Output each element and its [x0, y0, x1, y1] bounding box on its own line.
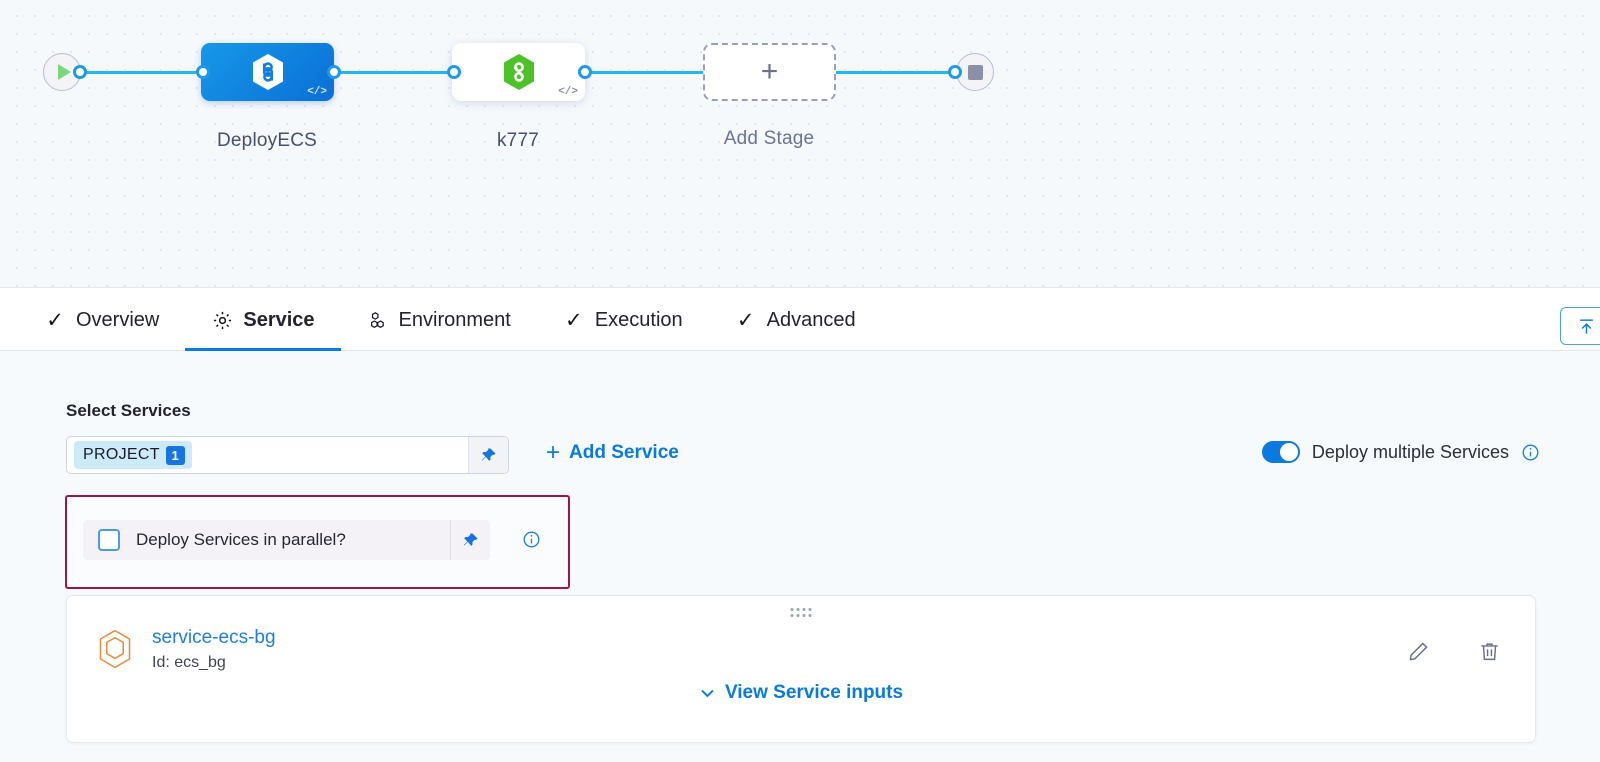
wire-stage2-to-addstage — [580, 71, 708, 74]
harness-hexagon-icon — [252, 54, 283, 90]
save-as-template-button[interactable]: S — [1559, 307, 1600, 345]
drag-dots-icon[interactable] — [790, 608, 812, 617]
upload-icon — [1580, 318, 1593, 334]
toggle-knob — [1279, 443, 1298, 461]
play-icon — [57, 64, 71, 80]
pencil-icon[interactable] — [1407, 640, 1430, 663]
deploy-in-parallel-checkbox[interactable] — [98, 529, 120, 551]
stage-node-deployecs[interactable]: </> — [201, 43, 334, 101]
wire-addstage-to-end — [830, 71, 958, 74]
tab-label: Overview — [76, 308, 160, 331]
port-start-out[interactable] — [73, 65, 87, 79]
code-view-icon[interactable]: </> — [558, 86, 578, 98]
info-icon[interactable] — [1521, 443, 1540, 462]
info-icon[interactable] — [522, 530, 541, 549]
port-stage2-out[interactable] — [578, 65, 592, 79]
wire-start-to-stage1 — [76, 71, 206, 74]
service-chip-project[interactable]: PROJECT 1 — [74, 441, 192, 469]
stage-label-deployecs: DeployECS — [216, 130, 317, 151]
check-icon: ✓ — [736, 308, 755, 332]
deploy-in-parallel-pin-button[interactable] — [450, 520, 490, 560]
check-icon: ✓ — [565, 308, 583, 332]
pin-icon — [481, 447, 496, 461]
service-card-actions — [1407, 640, 1501, 663]
service-hexagon-icon — [98, 629, 132, 674]
check-icon: ✓ — [46, 308, 64, 332]
pin-icon — [463, 532, 478, 546]
pipeline-end-node[interactable] — [956, 53, 994, 91]
select-services-input[interactable]: PROJECT 1 — [66, 436, 509, 474]
deploy-multiple-services-label: Deploy multiple Services — [1311, 441, 1509, 462]
plus-icon: + — [760, 55, 779, 88]
plus-icon: + — [546, 439, 561, 466]
tab-service[interactable]: Service — [185, 289, 341, 351]
tab-label: Execution — [594, 308, 683, 331]
trash-icon[interactable] — [1478, 640, 1501, 663]
service-id-text: Id: ecs_bg — [152, 654, 226, 671]
parallel-option-highlight: Deploy Services in parallel? — [65, 495, 570, 589]
deploy-multiple-services-toggle[interactable] — [1261, 441, 1300, 463]
port-end-in[interactable] — [948, 65, 962, 79]
view-service-inputs-button[interactable]: View Service inputs — [699, 682, 903, 704]
view-service-inputs-label: View Service inputs — [724, 682, 904, 703]
stop-icon — [967, 64, 983, 80]
wire-stage1-to-stage2 — [330, 71, 458, 74]
stage-label-k777: k777 — [496, 130, 539, 151]
tab-label: Advanced — [766, 308, 856, 331]
tab-execution[interactable]: ✓ Execution — [537, 289, 709, 351]
tab-environment[interactable]: Environment — [341, 289, 537, 351]
add-stage-button[interactable]: + — [703, 43, 836, 101]
tab-label: Service — [243, 308, 315, 331]
hexagon-cluster-icon — [367, 309, 389, 331]
harness-hexagon-icon — [503, 54, 534, 90]
port-stage1-in[interactable] — [196, 65, 210, 79]
service-name-link[interactable]: service-ecs-bg — [152, 627, 276, 648]
add-service-button[interactable]: + Add Service — [546, 441, 679, 465]
port-stage2-in[interactable] — [447, 65, 461, 79]
service-card: service-ecs-bg Id: ecs_bg View Service i… — [66, 595, 1536, 743]
deploy-in-parallel-label: Deploy Services in parallel? — [136, 530, 346, 549]
tab-advanced[interactable]: ✓ Advanced — [709, 289, 882, 351]
tab-overview[interactable]: ✓ Overview — [18, 289, 185, 351]
chevron-down-icon — [701, 689, 714, 697]
stage-node-k777[interactable]: </> — [452, 43, 585, 101]
add-stage-label: Add Stage — [723, 128, 815, 149]
stage-tabs: ✓ Overview Service Environment — [0, 289, 1600, 351]
pipeline-canvas[interactable]: </> DeployECS </> k777 + Add Stage — [0, 0, 1600, 288]
port-stage1-out[interactable] — [327, 65, 341, 79]
deploy-multiple-services-row: Deploy multiple Services — [1261, 441, 1540, 463]
code-view-icon[interactable]: </> — [307, 86, 327, 98]
chip-label: PROJECT — [83, 446, 160, 463]
deploy-in-parallel-row[interactable]: Deploy Services in parallel? — [83, 520, 490, 560]
add-service-label: Add Service — [569, 442, 679, 463]
tab-label: Environment — [398, 308, 511, 331]
gear-icon — [211, 309, 233, 331]
select-services-label: Select Services — [66, 401, 191, 420]
chip-count-badge: 1 — [165, 445, 185, 465]
service-tab-panel: Select Services PROJECT 1 + Add Service … — [0, 351, 1600, 762]
select-services-pin-button[interactable] — [468, 437, 508, 473]
